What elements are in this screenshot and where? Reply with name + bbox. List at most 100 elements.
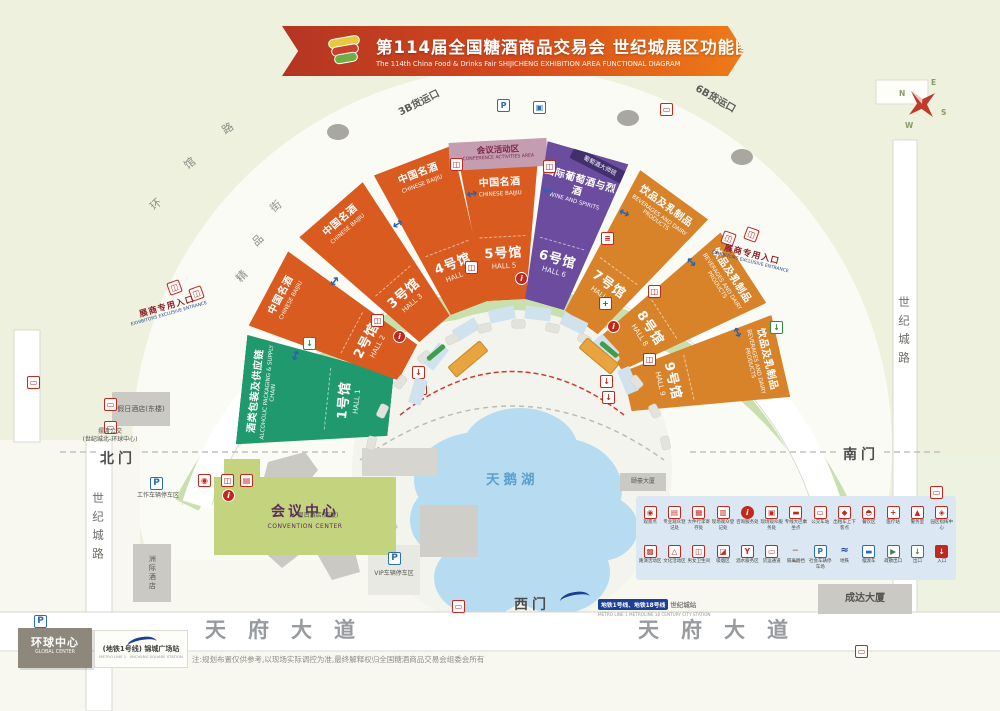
legend-label: 路演活动区 bbox=[638, 559, 662, 565]
legend-label: 隔离围挡 bbox=[786, 559, 805, 565]
legend-icon: ◉ bbox=[643, 505, 657, 519]
toilet-icon: ◫ bbox=[465, 261, 478, 274]
legend-item: ≈地铁 bbox=[833, 545, 856, 570]
toilet-icon: ◫ bbox=[643, 353, 656, 366]
holiday-inn-east: 假日酒店(东楼) bbox=[112, 392, 170, 426]
legend-icon: ▬ bbox=[862, 544, 876, 558]
legend-label: 出租车上下客点 bbox=[833, 520, 856, 531]
legend-item: ◓餐饮区 bbox=[857, 505, 880, 531]
legend-label: 专业观众登记处 bbox=[663, 520, 686, 531]
legend-label: 大件行李寄存处 bbox=[687, 520, 710, 531]
bus-icon: ▭ bbox=[660, 103, 673, 116]
compass-icon bbox=[908, 90, 936, 118]
global-center-label-en: GLOBAL CENTER bbox=[34, 650, 76, 655]
shuttle-line2: (世纪城北-环球中心) bbox=[82, 435, 138, 443]
bus-icon: ▭ bbox=[104, 421, 117, 434]
west-gate-label: 西门 bbox=[514, 597, 550, 613]
toilet-icon: ◫ bbox=[450, 158, 463, 171]
bus-icon: ▭ bbox=[27, 376, 40, 389]
legend-label: 货运通道 bbox=[762, 559, 781, 565]
staff-parking-label: 工作车辆停车区 bbox=[136, 492, 179, 499]
building-label: 假日酒店(西楼) bbox=[297, 512, 339, 519]
conference-area: 会议活动区 CONFERENCE ACTIVITIES AREA bbox=[448, 137, 548, 171]
legend-label: 警务室 bbox=[910, 520, 925, 526]
legend-icon: △ bbox=[667, 544, 681, 558]
road-tianfu-avenue-right: 天府大道 bbox=[638, 618, 810, 642]
global-center-label-cn: 环球中心 bbox=[31, 636, 79, 649]
shuttle-line1: 摆渡公交 bbox=[97, 428, 122, 435]
stall-marker bbox=[512, 320, 525, 328]
legend-item: △文化活动区 bbox=[663, 544, 686, 570]
legend-icon: ◈ bbox=[935, 505, 949, 519]
legend-icon: ▭ bbox=[813, 505, 827, 519]
fair-logo-icon bbox=[324, 34, 364, 66]
flow-arrow-icon: ↔ bbox=[541, 183, 555, 200]
legend-label: 专线大巴乘坐点 bbox=[784, 520, 808, 531]
intercontinental-hotel: 洲际酒店 bbox=[133, 544, 171, 602]
legend-item: ◆出租车上下客点 bbox=[833, 505, 856, 531]
metro-lines-label: 地铁1号线、地铁18号线 bbox=[598, 599, 669, 610]
hall-number-en: HALL 5 bbox=[491, 261, 517, 271]
legend-item: ↓出口 bbox=[906, 544, 929, 570]
toilet-icon: ◫ bbox=[648, 285, 661, 298]
legend-label: 观景点 bbox=[643, 520, 657, 526]
legend-icon: ↓ bbox=[935, 544, 949, 558]
road-shijicheng-left: 世纪城路 bbox=[91, 492, 105, 566]
metro-station-label-en: METRO LINE 1 METROLINE 18 CENTURY CITY S… bbox=[598, 612, 711, 617]
jincheng-label-en: METRO LINE 1 · JINCHENG SQUARE STATION bbox=[99, 654, 183, 659]
legend-label: 男女卫生间 bbox=[687, 559, 710, 565]
legend-icon: ▲ bbox=[910, 505, 924, 519]
exit-icon: ↓ bbox=[303, 337, 316, 350]
legend-item: +医疗站 bbox=[882, 505, 905, 531]
legend-icon: P bbox=[813, 544, 827, 558]
legend-icon: + bbox=[886, 505, 900, 519]
legend-icon: ▭ bbox=[765, 544, 779, 558]
legend-icon: i bbox=[740, 505, 754, 519]
legend-item: ▥现场观众登记处 bbox=[711, 505, 735, 531]
legend-label: 现场观众登记处 bbox=[711, 520, 735, 531]
legend-icon: ▩ bbox=[643, 544, 657, 558]
legend-item: ▲警务室 bbox=[906, 505, 929, 531]
legend-label: 吸烟区 bbox=[716, 559, 730, 565]
compass-n: N bbox=[899, 89, 906, 98]
legend-item: ▬专线大巴乘坐点 bbox=[784, 505, 808, 531]
bus-icon: ▭ bbox=[855, 645, 868, 658]
hall-number: 1号馆 bbox=[334, 380, 354, 421]
legend-icon: ▥ bbox=[716, 505, 730, 519]
legend-icon: ◓ bbox=[862, 505, 876, 519]
exit-icon: ↓ bbox=[600, 375, 613, 388]
legend-label: 入口 bbox=[937, 559, 947, 565]
legend-label: 酒水服务区 bbox=[736, 559, 759, 565]
global-center: 环球中心 GLOBAL CENTER bbox=[18, 628, 92, 668]
bus-icon: ▭ bbox=[104, 398, 117, 411]
legend-item: ▦大件行李寄存处 bbox=[687, 505, 710, 531]
north-gate-label: 北门 bbox=[100, 451, 136, 467]
legend-item: ▭货运通道 bbox=[760, 544, 783, 570]
convention-label-en: CONVENTION CENTER bbox=[267, 523, 343, 530]
legend-label: 摆渡车 bbox=[862, 559, 876, 565]
page-title: 第114届全国糖酒商品交易会 世纪城展区功能图 bbox=[376, 38, 753, 57]
chengda-building: 成达大厦 bbox=[818, 584, 912, 614]
metro-station-label: 世纪城站 bbox=[670, 601, 697, 609]
hall-category-cn: 中国名酒 bbox=[478, 176, 521, 190]
exit-icon: ↓ bbox=[412, 366, 425, 379]
legend-icon: ▣ bbox=[765, 505, 779, 519]
info-icon: i bbox=[607, 320, 620, 333]
map-footnote: 注:规划布置仅供参考,以现场实际调控为准,最终解释权归全国糖酒商品交易会组委会所… bbox=[192, 655, 485, 664]
legend-item: ◫男女卫生间 bbox=[687, 544, 710, 570]
vip-parking-icon: P bbox=[388, 552, 401, 565]
toilet-icon: ◫ bbox=[371, 314, 384, 327]
legend-icon: — — bbox=[792, 546, 800, 565]
legend-label: 出口 bbox=[912, 559, 922, 565]
bus-icon: ▭ bbox=[930, 486, 943, 499]
legend-icon: ▦ bbox=[692, 505, 706, 519]
hall-number-en: HALL 1 bbox=[351, 389, 363, 415]
building-label: 洲际酒店 bbox=[148, 555, 157, 591]
legend-label: 餐饮区 bbox=[862, 520, 876, 526]
legend-icon: ≈ bbox=[840, 544, 849, 556]
convention-center: 会议中心 CONVENTION CENTER bbox=[214, 477, 396, 555]
